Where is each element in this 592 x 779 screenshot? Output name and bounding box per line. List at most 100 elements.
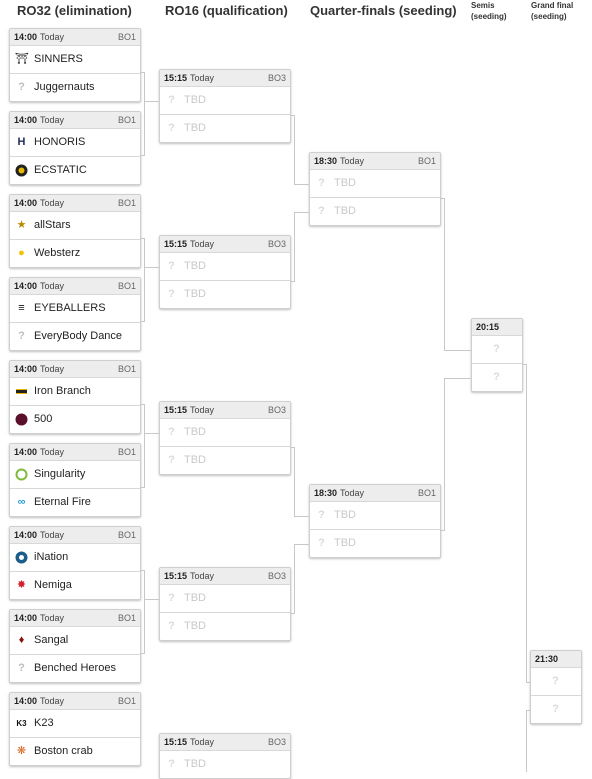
bracket-connector xyxy=(144,101,159,102)
bracket-connector xyxy=(444,350,471,351)
team-row[interactable]: ?Juggernauts xyxy=(10,73,140,101)
question-icon: ? xyxy=(18,662,25,674)
bracket-connector xyxy=(440,530,444,531)
column-header-ro16: RO16 (qualification) xyxy=(165,3,288,18)
team-row[interactable]: ≡EYEBALLERS xyxy=(10,295,140,322)
bracket-connector xyxy=(140,487,144,488)
question-icon: ? xyxy=(168,94,175,106)
nemiga-logo-icon: ✸ xyxy=(16,579,27,591)
team-row[interactable]: ♦Sangal xyxy=(10,627,140,654)
bracket-connector xyxy=(140,570,144,571)
bracket-connector xyxy=(144,267,159,268)
team-row[interactable]: ?TBD xyxy=(160,612,290,640)
team-row[interactable]: ?TBD xyxy=(160,751,290,778)
team-row[interactable]: ECSTATIC xyxy=(10,156,140,184)
bracket-connector xyxy=(140,404,144,405)
match-header: 20:15 xyxy=(472,319,522,336)
grand-final-match[interactable]: 21:30 ? ? xyxy=(530,650,582,724)
team-row[interactable]: ?TBD xyxy=(160,280,290,308)
bracket-connector xyxy=(290,613,294,614)
honoris-logo-icon: H xyxy=(17,136,26,148)
team-row[interactable]: ?TBD xyxy=(310,529,440,557)
column-header-ro32: RO32 (elimination) xyxy=(17,3,132,18)
bracket-connector xyxy=(140,321,144,322)
team-row[interactable]: ●Websterz xyxy=(10,239,140,267)
bracket-connector xyxy=(294,115,295,185)
crab-logo-icon: ❋ xyxy=(16,745,27,757)
question-icon: ? xyxy=(318,177,325,189)
team-row[interactable]: ❋Boston crab xyxy=(10,737,140,765)
team-row[interactable]: ✸Nemiga xyxy=(10,571,140,599)
team-row[interactable]: ?TBD xyxy=(310,502,440,529)
question-icon: ? xyxy=(493,371,500,383)
question-icon: ? xyxy=(18,330,25,342)
team-row[interactable]: iNation xyxy=(10,544,140,571)
question-icon: ? xyxy=(168,758,175,770)
team-row[interactable]: 500 xyxy=(10,405,140,433)
team-row[interactable]: ?TBD xyxy=(160,419,290,446)
team-row[interactable]: ★allStars xyxy=(16,219,71,231)
team-row[interactable]: ⛩SINNERS xyxy=(15,53,83,65)
bracket-connector xyxy=(144,599,159,600)
team-row[interactable]: ? xyxy=(531,695,581,723)
team-row[interactable]: ? xyxy=(531,668,581,695)
question-icon: ? xyxy=(552,675,559,687)
question-icon: ? xyxy=(168,122,175,134)
team-row[interactable]: ? xyxy=(472,336,522,363)
semi-match[interactable]: 20:15 ? ? xyxy=(471,318,523,392)
bracket-connector xyxy=(294,212,295,282)
eyeballers-logo-icon: ≡ xyxy=(18,302,25,314)
team-row[interactable]: ?EveryBody Dance xyxy=(10,322,140,350)
question-icon: ? xyxy=(168,260,175,272)
question-icon: ? xyxy=(168,454,175,466)
team-row[interactable]: ?TBD xyxy=(160,446,290,474)
team-row[interactable]: ?TBD xyxy=(160,585,290,612)
team-row[interactable]: ?TBD xyxy=(160,114,290,142)
team-row[interactable]: ?Benched Heroes xyxy=(10,654,140,682)
team-row[interactable]: ? xyxy=(472,363,522,391)
bracket-connector xyxy=(294,184,309,185)
team-row[interactable]: ?TBD xyxy=(310,170,440,197)
eternal-fire-logo-icon: ∞ xyxy=(17,496,26,508)
ination-logo-icon xyxy=(15,551,28,564)
bracket-connector xyxy=(290,115,294,116)
question-icon: ? xyxy=(168,426,175,438)
bracket-connector xyxy=(526,710,530,711)
team-row[interactable]: Iron Branch xyxy=(10,378,140,405)
team-row[interactable]: ?TBD xyxy=(310,197,440,225)
bracket-connector xyxy=(294,544,309,545)
team-row[interactable]: ?TBD xyxy=(160,253,290,280)
bracket-connector xyxy=(526,710,527,772)
team-row[interactable]: ∞Eternal Fire xyxy=(10,488,140,516)
team-row[interactable]: ?TBD xyxy=(160,87,290,114)
team-row[interactable]: Singularity xyxy=(10,461,140,488)
question-icon: ? xyxy=(318,537,325,549)
